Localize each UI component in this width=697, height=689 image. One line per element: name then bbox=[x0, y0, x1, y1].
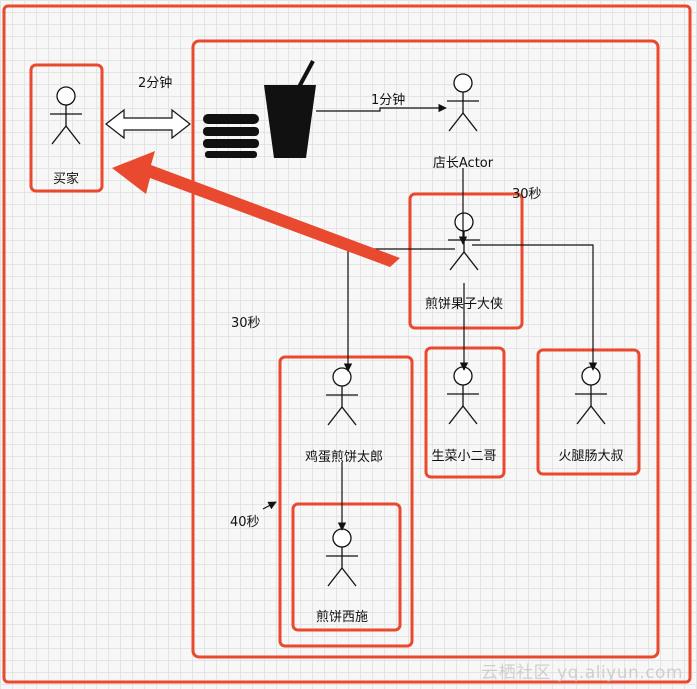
xishi-stick-figure-icon bbox=[325, 528, 359, 587]
shop-frame bbox=[191, 39, 660, 659]
hamburger-icon bbox=[203, 114, 259, 158]
egg-label: 鸡蛋煎饼太郎 bbox=[304, 450, 384, 465]
edge-label-shop-manager: 1分钟 bbox=[371, 93, 406, 108]
edge-label-hero-children: 30秒 bbox=[231, 316, 261, 331]
watermark: 云栖社区 yq.aliyun.com bbox=[481, 663, 683, 683]
lettuce-box bbox=[424, 346, 506, 479]
buyer-box bbox=[29, 63, 104, 193]
small-40s-arrow bbox=[262, 501, 277, 510]
xishi-box bbox=[291, 502, 402, 632]
hero-box bbox=[408, 192, 524, 330]
ham-box bbox=[536, 348, 641, 476]
manager-label: 店长Actor bbox=[432, 156, 494, 171]
manager-stick-figure-icon bbox=[446, 73, 480, 132]
outer-frame bbox=[2, 4, 692, 684]
ham-stick-figure-icon bbox=[574, 366, 608, 425]
hero-to-ham-arrow bbox=[472, 244, 598, 371]
lettuce-label: 生菜小二哥 bbox=[431, 449, 497, 464]
egg-box bbox=[278, 355, 414, 648]
edge-label-egg-xishi: 40秒 bbox=[230, 515, 260, 530]
buyer-label: 买家 bbox=[52, 172, 80, 187]
drink-cup-icon bbox=[264, 60, 316, 158]
buyer-stick-figure-icon bbox=[49, 86, 83, 145]
hero-stick-figure-icon bbox=[447, 212, 481, 271]
double-arrow-icon bbox=[105, 108, 191, 140]
edge-label-manager-hero: 30秒 bbox=[512, 187, 542, 202]
edge-label-buyer-shop: 2分钟 bbox=[138, 76, 173, 91]
ham-label: 火腿肠大叔 bbox=[558, 449, 624, 464]
cup-to-manager-arrow bbox=[316, 103, 447, 113]
hero-label: 煎饼果子大侠 bbox=[424, 297, 504, 312]
return-to-buyer-arrow bbox=[112, 151, 400, 267]
lettuce-stick-figure-icon bbox=[446, 366, 480, 425]
xishi-label: 煎饼西施 bbox=[315, 610, 369, 625]
egg-stick-figure-icon bbox=[325, 367, 359, 426]
